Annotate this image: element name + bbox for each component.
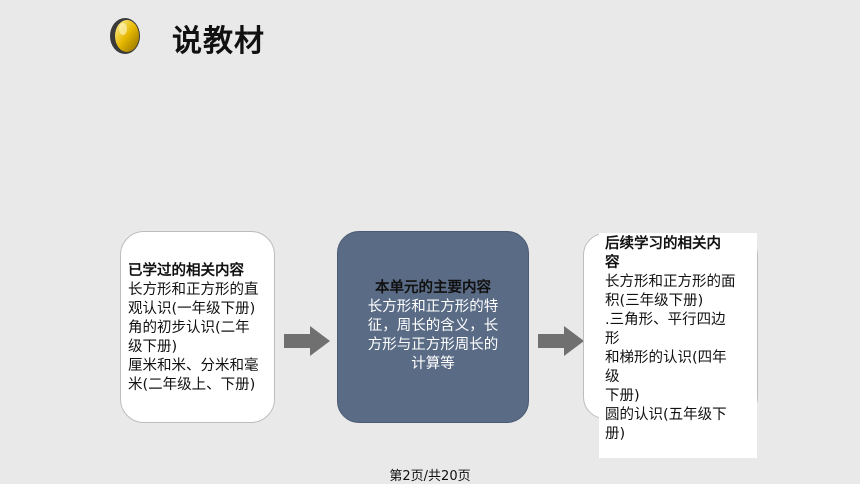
follow-up-line: 和梯形的认识(四年 — [605, 350, 727, 366]
follow-up-line: 级 — [605, 369, 620, 385]
prior-knowledge-line: 观认识(一年级下册) — [128, 301, 256, 317]
prior-knowledge-line: 角的初步认识(二年 — [128, 320, 250, 336]
follow-up-line: 下册) — [605, 388, 640, 404]
unit-content-heading: 本单元的主要内容 — [375, 280, 491, 296]
follow-up-text: 后续学习的相关内 容 长方形和正方形的面 积(三年级下册) .三角形、平行四边 … — [599, 233, 757, 458]
prior-knowledge-line: 长方形和正方形的直 — [128, 282, 259, 298]
right-arrow-icon — [538, 326, 584, 356]
prior-knowledge-box: 已学过的相关内容 长方形和正方形的直 观认识(一年级下册) 角的初步认识(二年 … — [120, 231, 275, 423]
unit-content-line: 方形与正方形周长的 — [367, 337, 499, 353]
gold-disc-icon — [110, 18, 140, 54]
prior-knowledge-heading: 已学过的相关内容 — [128, 263, 244, 279]
follow-up-line: 圆的认识(五年级下 — [605, 407, 727, 423]
unit-content-line: 长方形和正方形的特 — [367, 299, 499, 315]
follow-up-line: .三角形、平行四边 — [605, 312, 726, 328]
follow-up-line: 形 — [605, 331, 620, 347]
follow-up-line: 册) — [605, 426, 626, 442]
unit-content-line: 计算等 — [411, 356, 455, 372]
unit-content-box: 本单元的主要内容 长方形和正方形的特 征，周长的含义，长 方形与正方形周长的 计… — [337, 231, 529, 423]
unit-content-line: 征，周长的含义，长 — [367, 318, 499, 334]
right-arrow-icon — [284, 326, 330, 356]
prior-knowledge-line: 级下册) — [128, 339, 178, 355]
slide-title: 说教材 — [172, 24, 265, 59]
follow-up-heading: 容 — [605, 255, 620, 271]
prior-knowledge-line: 米(二年级上、下册) — [128, 377, 256, 393]
follow-up-heading: 后续学习的相关内 — [605, 236, 721, 252]
prior-knowledge-line: 厘米和米、分米和毫 — [128, 358, 259, 374]
follow-up-line: 积(三年级下册) — [605, 293, 704, 309]
page-number: 第2页/共20页 — [389, 469, 471, 484]
follow-up-line: 长方形和正方形的面 — [605, 274, 736, 290]
